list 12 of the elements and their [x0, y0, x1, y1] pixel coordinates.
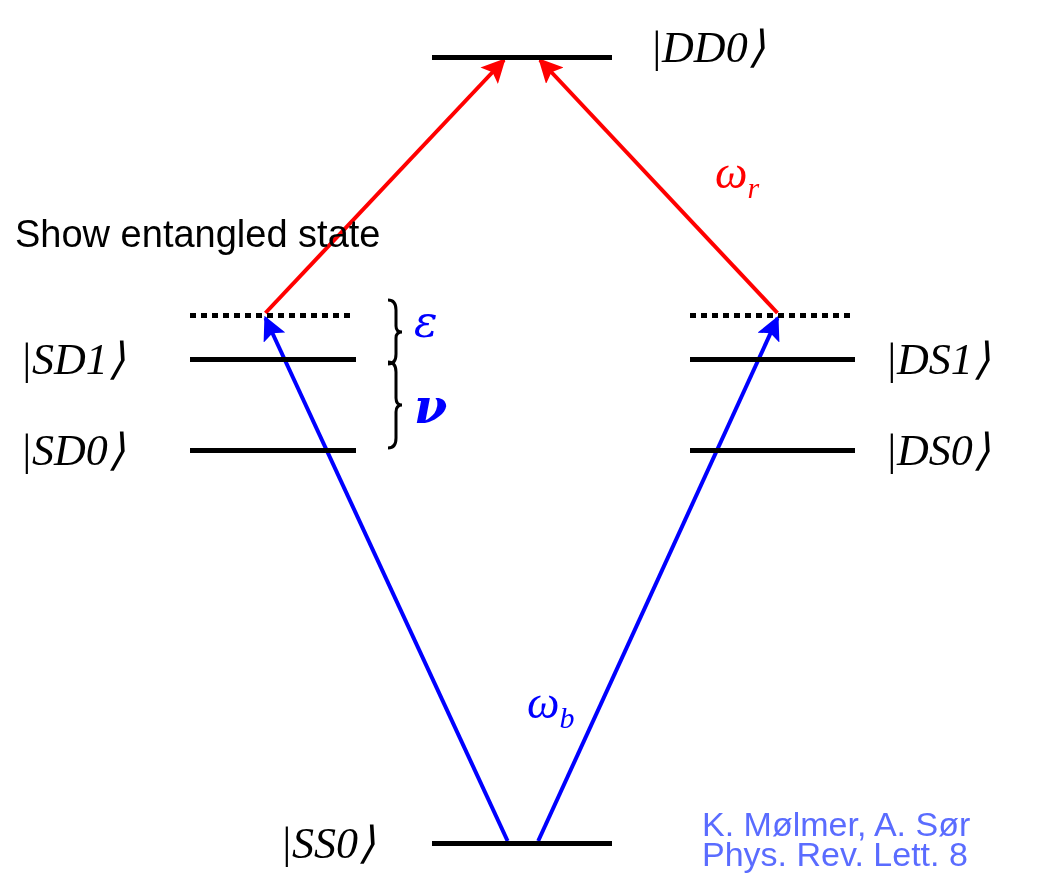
arrow: [538, 58, 779, 315]
state-label: |DS1⟩: [885, 338, 990, 382]
state-label: |DS0⟩: [885, 429, 990, 473]
state-label: |SD0⟩: [20, 429, 125, 473]
nu-symbol: ν: [414, 380, 448, 433]
arrow: [264, 58, 506, 315]
arrow: [536, 315, 780, 842]
state-label: |SD1⟩: [20, 338, 125, 382]
state-label: |SS0⟩: [280, 822, 376, 866]
arrow: [263, 315, 510, 842]
state-label: |DD0⟩: [650, 26, 765, 70]
epsilon-symbol: ε: [414, 298, 438, 347]
